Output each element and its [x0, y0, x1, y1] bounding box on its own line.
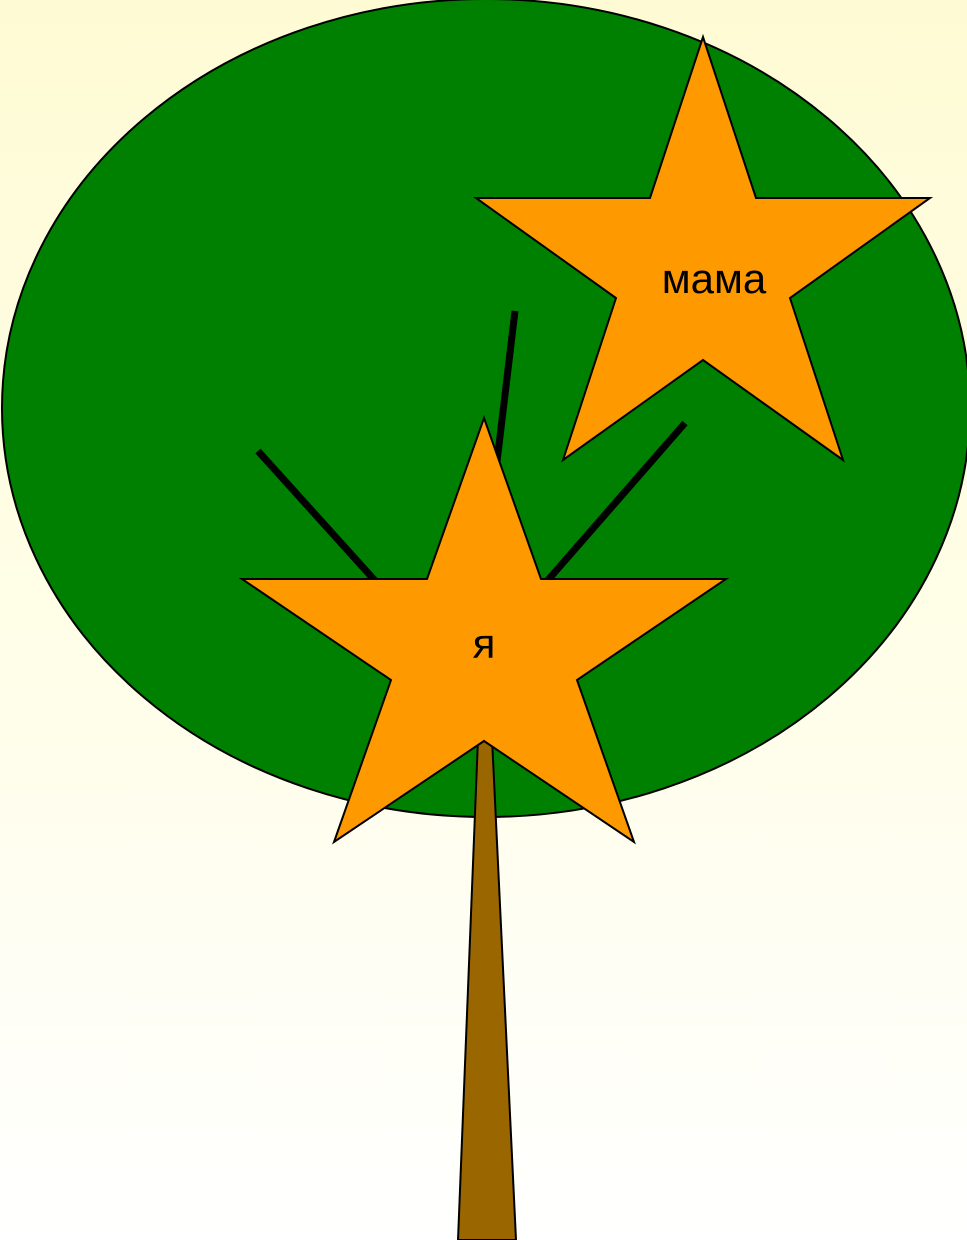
star-label-me: я	[473, 620, 496, 667]
star-label-mama: мама	[662, 255, 767, 302]
